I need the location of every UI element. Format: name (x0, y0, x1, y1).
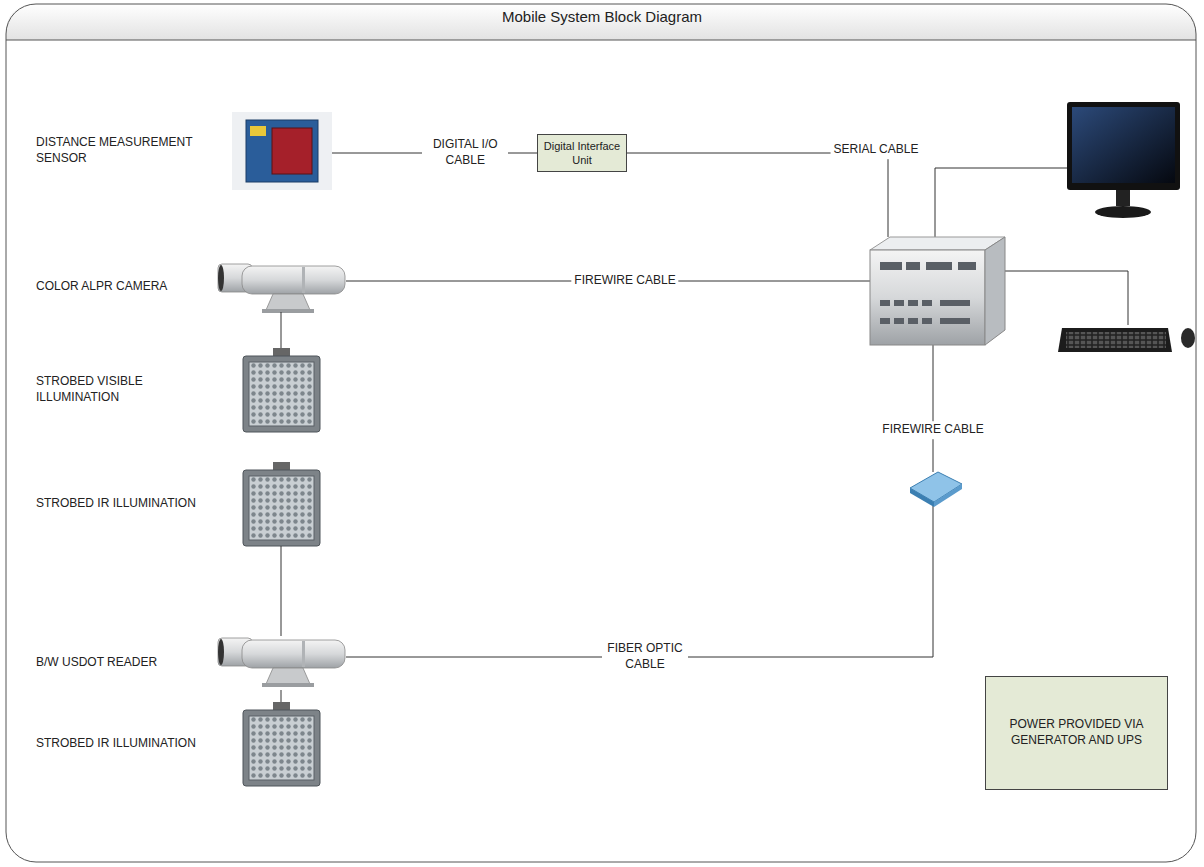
device-node: STROBED IR ILLUMINATION (36, 462, 320, 546)
diagram-title: Mobile System Block Diagram (0, 8, 1204, 25)
cable-line (281, 690, 282, 702)
cable-line (281, 546, 282, 636)
box-text: POWER PROVIDED VIA GENERATOR AND UPS (990, 717, 1163, 748)
cable-label: FIREWIRE CABLE (571, 272, 678, 290)
cable-line (281, 312, 282, 348)
cable-label: FIREWIRE CABLE (879, 421, 986, 439)
device-label: STROBED IR ILLUMINATION (36, 496, 211, 512)
device-label: COLOR ALPR CAMERA (36, 279, 211, 295)
device-node: COLOR ALPR CAMERA (36, 262, 346, 312)
device-label: STROBED IR ILLUMINATION (36, 736, 211, 752)
cable-label: FIBER OPTIC CABLE (602, 640, 688, 673)
device-node: STROBED IR ILLUMINATION (36, 702, 320, 786)
device-label: DISTANCE MEASUREMENT SENSOR (36, 135, 211, 166)
device-label: STROBED VISIBLE ILLUMINATION (36, 374, 211, 405)
device-label: B/W USDOT READER (36, 655, 211, 671)
cable-label: SERIAL CABLE (831, 141, 922, 159)
device-node: B/W USDOT READER (36, 636, 346, 690)
device-node: STROBED VISIBLE ILLUMINATION (36, 348, 320, 432)
cable-label: DIGITAL I/O CABLE (422, 136, 508, 169)
process-box: POWER PROVIDED VIA GENERATOR AND UPS (985, 676, 1168, 790)
device-node: DISTANCE MEASUREMENT SENSOR (36, 112, 332, 190)
box-text: Digital Interface Unit (542, 139, 622, 168)
process-box: Digital Interface Unit (537, 134, 627, 172)
